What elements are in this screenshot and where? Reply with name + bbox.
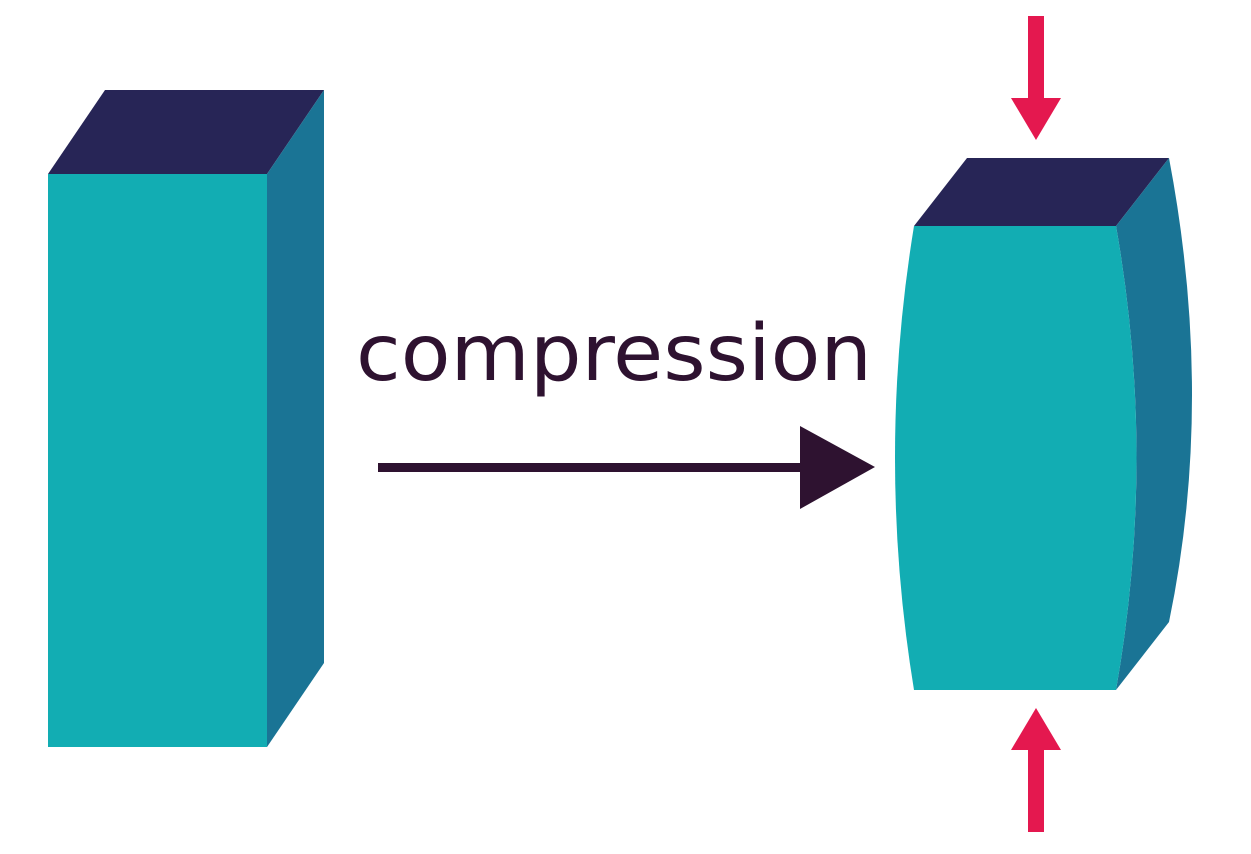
top-force-shaft — [1028, 16, 1044, 102]
original-block-side-face — [267, 90, 324, 747]
compressed-block-top-face — [914, 158, 1169, 226]
bottom-force-head — [1011, 708, 1061, 750]
compressed-block-side-face — [1116, 158, 1192, 690]
bottom-force-shaft — [1028, 746, 1044, 832]
original-block — [48, 90, 324, 747]
arrow-down-icon — [1011, 16, 1061, 140]
original-block-top-face — [48, 90, 324, 174]
original-block-front-face — [48, 174, 267, 747]
arrow-up-icon — [1011, 708, 1061, 832]
top-force-head — [1011, 98, 1061, 140]
process-arrow-head — [800, 426, 875, 509]
compression-label: compression — [356, 309, 872, 399]
compressed-block — [895, 158, 1192, 690]
process-arrow-shaft — [378, 463, 808, 472]
compressed-block-front-face — [895, 226, 1137, 690]
arrow-right-icon — [378, 426, 875, 509]
